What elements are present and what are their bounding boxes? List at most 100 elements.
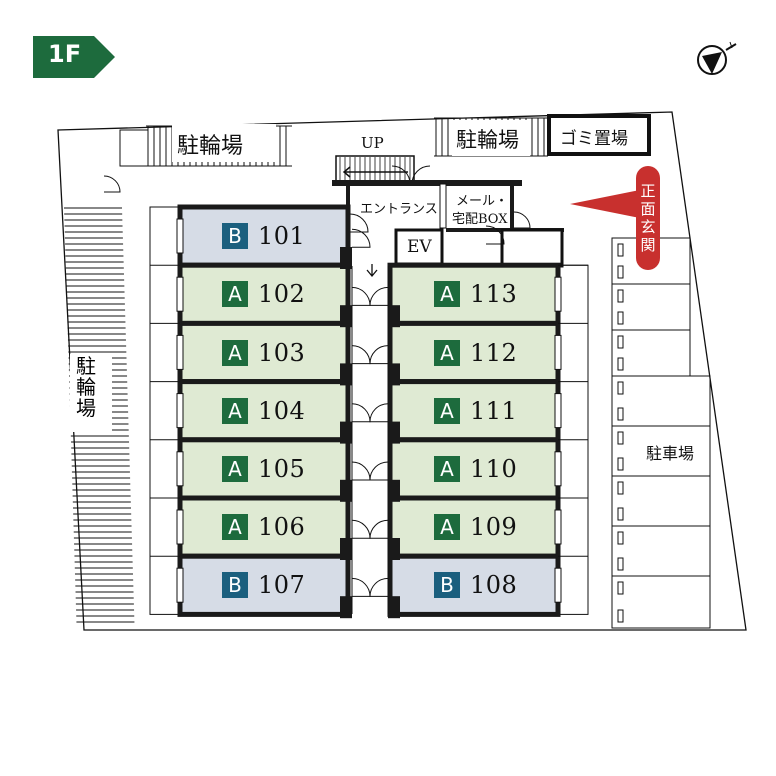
- garbage-label: ゴミ置場: [560, 129, 628, 149]
- wall-column: [340, 596, 352, 619]
- unit-type-badge: A: [222, 514, 248, 541]
- unit-number: 108: [470, 571, 518, 600]
- unit-number: 106: [258, 513, 306, 542]
- window: [176, 451, 184, 487]
- unit-label: B 101: [222, 222, 305, 250]
- unit-type-badge: A: [434, 397, 460, 424]
- car-parking-label-box: [644, 436, 702, 464]
- parking-stop: [617, 531, 624, 545]
- wall-column: [388, 421, 400, 444]
- bicycle-parking-top-label-box: [172, 124, 276, 162]
- window: [554, 509, 562, 545]
- unit-label: A 112: [434, 339, 517, 367]
- wall-column: [388, 538, 400, 560]
- door-arc: [369, 577, 389, 597]
- window: [176, 334, 184, 370]
- unit-type-badge: A: [222, 397, 248, 424]
- wall-column: [388, 363, 400, 386]
- unit-number: 101: [258, 222, 306, 251]
- unit-label: A 104: [222, 397, 305, 425]
- parking-stop: [617, 265, 624, 279]
- unit-label: A 110: [434, 455, 517, 483]
- parking-stop: [617, 557, 624, 571]
- parking-stop: [617, 581, 624, 595]
- unit-number: 105: [258, 454, 306, 483]
- window: [554, 451, 562, 487]
- wall-column: [340, 305, 352, 328]
- parking-stop: [617, 507, 624, 521]
- door-arc: [351, 403, 371, 423]
- floor-label: 1F: [48, 40, 82, 68]
- window: [176, 276, 184, 312]
- unit-type-badge: A: [222, 455, 248, 482]
- balcony-frame: [149, 206, 181, 615]
- window: [554, 334, 562, 370]
- parking-stop: [617, 243, 624, 257]
- bicycle-parking-top-label: 駐輪場: [177, 134, 244, 159]
- door-arc: [351, 345, 371, 365]
- unit-type-badge: A: [434, 455, 460, 482]
- corridor-arrow: [366, 264, 378, 278]
- unit-type-badge: A: [434, 514, 460, 541]
- parking-slot: [611, 525, 711, 577]
- bicycle-parking-top2-label-box: [452, 120, 530, 156]
- units-right-block: [387, 262, 589, 617]
- mailbox-label-line1: メール・: [456, 194, 509, 209]
- parking-stop: [617, 407, 624, 421]
- entrance-hall-label: エントランス: [360, 202, 438, 217]
- window: [176, 567, 184, 603]
- unit-room: [387, 553, 561, 617]
- units-left-block: [149, 204, 351, 617]
- unit-type-badge: A: [222, 281, 248, 308]
- north-arrow-icon: [697, 41, 737, 75]
- wall-column: [340, 363, 352, 386]
- door-arc: [351, 228, 371, 248]
- unit-label: A 102: [222, 280, 305, 308]
- parking-stop: [617, 609, 624, 623]
- door-arc: [351, 519, 371, 539]
- wall-column: [388, 479, 400, 502]
- bicycle-parking-left-label: 駐輪場: [76, 354, 96, 420]
- unit-label: A 111: [434, 397, 517, 425]
- front-entrance-marker: 正面玄関: [636, 166, 660, 270]
- unit-number: 110: [470, 454, 518, 483]
- unit-type-badge: A: [222, 339, 248, 366]
- wall-column: [388, 596, 400, 619]
- parking-stop: [617, 311, 624, 325]
- unit-type-badge: B: [222, 223, 248, 250]
- car-parking-area: [611, 237, 711, 629]
- door-arc: [351, 577, 371, 597]
- door-arc: [369, 519, 389, 539]
- unit-number: 112: [470, 338, 518, 367]
- unit-number: 113: [470, 280, 518, 309]
- window: [554, 276, 562, 312]
- parking-slot: [611, 375, 711, 427]
- window: [176, 393, 184, 429]
- entrance-top-wall: [332, 180, 522, 186]
- front-entrance-pointer: [570, 190, 640, 218]
- window: [554, 567, 562, 603]
- garbage-room: [547, 114, 651, 156]
- entrance-divider: [439, 183, 447, 229]
- mailbox-wall: [510, 184, 514, 230]
- unit-number: 111: [470, 396, 518, 425]
- unit-number: 104: [258, 396, 306, 425]
- bicycle-parking-top2-label: 駐輪場: [456, 128, 519, 152]
- parking-stop: [617, 381, 624, 395]
- door-arc: [103, 175, 121, 193]
- wall-column: [340, 479, 352, 502]
- door-arc: [351, 461, 371, 481]
- wall-column: [340, 247, 352, 269]
- unit-number: 102: [258, 280, 306, 309]
- wall-column: [388, 305, 400, 328]
- door-arc: [351, 286, 371, 306]
- window: [176, 218, 184, 254]
- parking-stop: [617, 335, 624, 349]
- window: [554, 393, 562, 429]
- elevator-box: [394, 228, 444, 266]
- door-arc: [369, 286, 389, 306]
- unit-type-badge: A: [434, 339, 460, 366]
